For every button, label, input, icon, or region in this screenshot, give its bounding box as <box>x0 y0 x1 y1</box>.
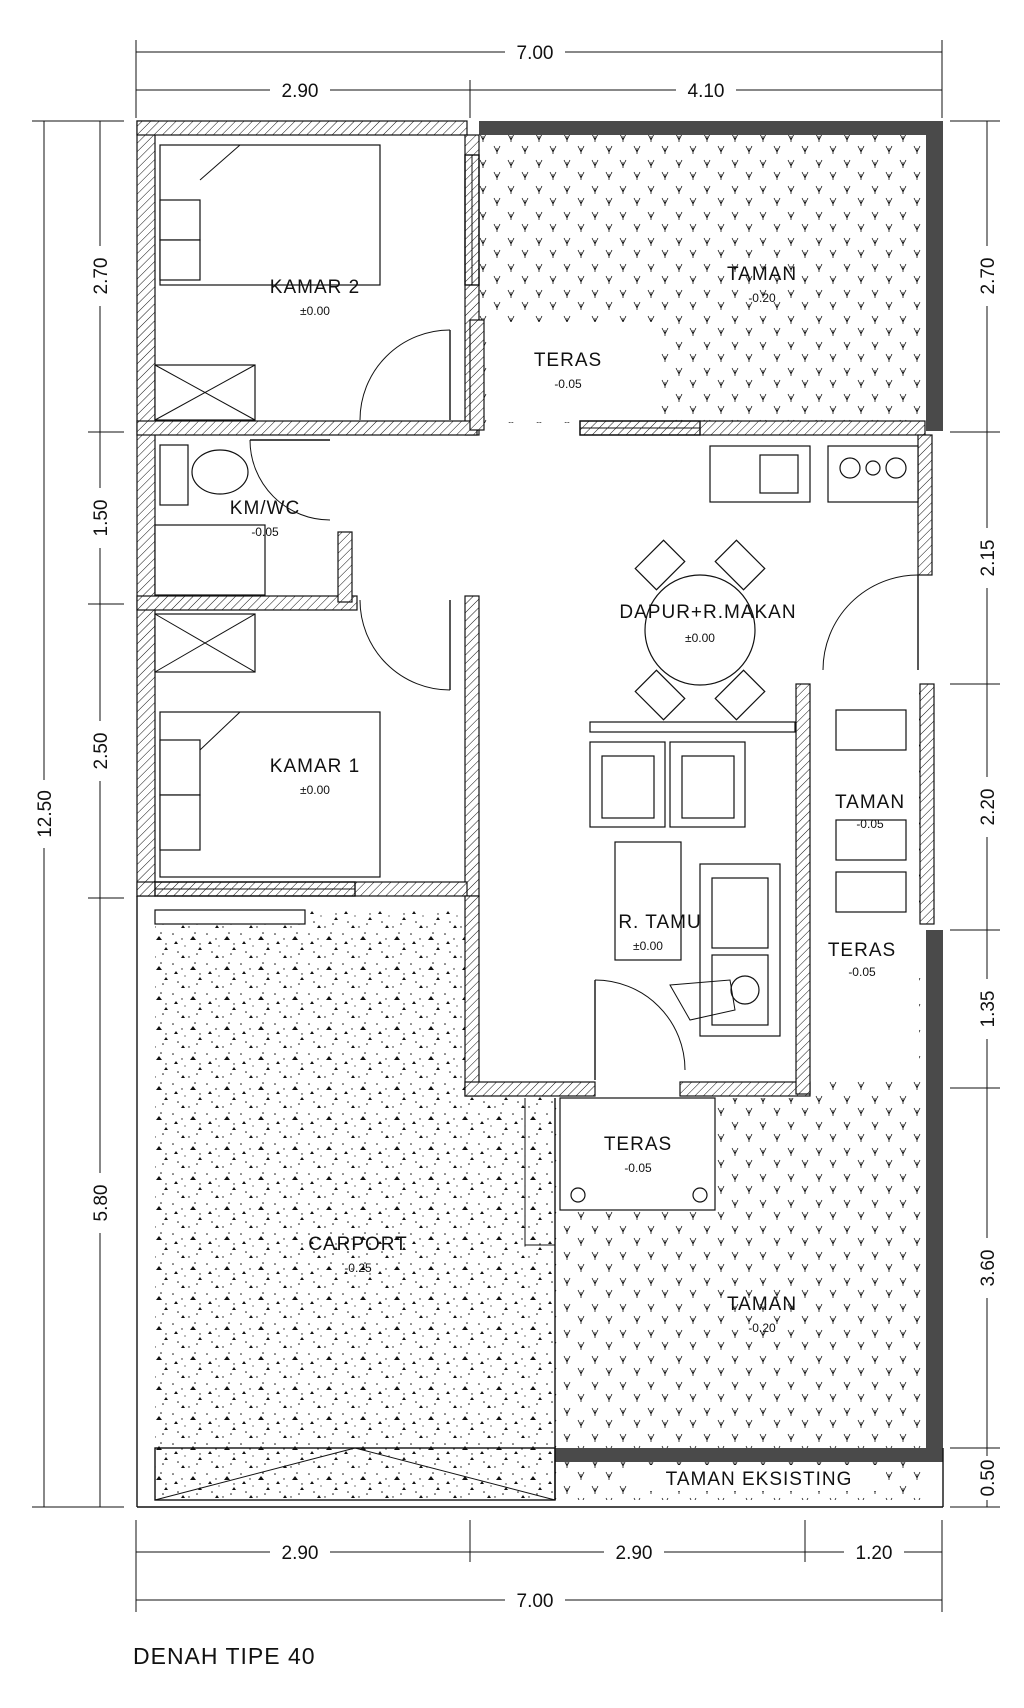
dim-bottom-mid: 2.90 <box>616 1543 653 1564</box>
room-kamar2-level: ±0.00 <box>300 304 330 318</box>
room-taman-eksisting-name: TAMAN EKSISTING <box>666 1469 853 1490</box>
dim-top-right: 4.10 <box>688 81 725 102</box>
room-teras-right-level: -0.05 <box>848 965 876 979</box>
dim-top-left: 2.90 <box>282 81 319 102</box>
shower-tray <box>154 524 266 596</box>
dim-right-2: 2.15 <box>978 540 999 577</box>
room-kamar1-level: ±0.00 <box>300 783 330 797</box>
dim-left-4: 5.80 <box>91 1185 112 1222</box>
room-taman-mid-level: -0.05 <box>856 817 884 831</box>
room-rtamu-level: ±0.00 <box>633 939 663 953</box>
dim-bottom-left: 2.90 <box>282 1543 319 1564</box>
furniture <box>154 144 919 1211</box>
dim-left-total: 12.50 <box>35 790 56 838</box>
coffee-table <box>614 841 682 961</box>
room-teras-top-level: -0.05 <box>554 377 582 391</box>
dim-right-1: 2.70 <box>978 258 999 295</box>
room-teras-right-name: TERAS <box>828 940 896 961</box>
room-teras-front-name: TERAS <box>604 1134 672 1155</box>
room-carport-name: CARPORT <box>308 1234 408 1255</box>
windows <box>154 154 701 897</box>
room-taman-mid-name: TAMAN <box>835 792 905 813</box>
doors <box>249 329 919 1080</box>
dim-right-4: 1.35 <box>978 991 999 1028</box>
dining-table <box>644 574 756 686</box>
room-taman-top-name: TAMAN <box>727 264 797 285</box>
room-taman-bottom-name: TAMAN <box>727 1294 797 1315</box>
dim-right-5: 3.60 <box>978 1250 999 1287</box>
walls <box>136 120 943 1462</box>
room-kmwc-level: -0.05 <box>251 525 279 539</box>
room-carport-level: -0.25 <box>344 1261 372 1275</box>
room-rtamu-name: R. TAMU <box>618 912 701 933</box>
drawing-caption: DENAH TIPE 40 <box>133 1643 316 1669</box>
room-kamar1-name: KAMAR 1 <box>270 756 360 777</box>
room-kmwc-name: KM/WC <box>230 498 300 519</box>
dim-bottom-total: 7.00 <box>517 1591 554 1612</box>
dimension-labels: 7.00 2.90 4.10 2.90 2.90 1.20 7.00 12.50… <box>32 40 999 1612</box>
room-kamar2-name: KAMAR 2 <box>270 277 360 298</box>
carport-details <box>136 896 944 1508</box>
dim-left-3: 2.50 <box>91 733 112 770</box>
room-teras-front-level: -0.05 <box>624 1161 652 1175</box>
room-dapur-name: DAPUR+R.MAKAN <box>619 602 796 623</box>
dim-top-total: 7.00 <box>517 43 554 64</box>
dim-right-6: 0.50 <box>978 1460 999 1497</box>
dim-bottom-right: 1.20 <box>856 1543 893 1564</box>
room-taman-bottom-level: -0.20 <box>748 1321 776 1335</box>
room-taman-top-level: -0.20 <box>748 291 776 305</box>
teras-front-slab <box>559 1097 716 1211</box>
room-labels: KAMAR 2 ±0.00 TAMAN -0.20 TERAS -0.05 KM… <box>230 264 905 1491</box>
dim-right-3: 2.20 <box>978 789 999 826</box>
dim-left-2: 1.50 <box>91 500 112 537</box>
dim-left-1: 2.70 <box>91 258 112 295</box>
room-dapur-level: ±0.00 <box>685 631 715 645</box>
room-teras-top-name: TERAS <box>534 350 602 371</box>
toilet <box>159 444 189 506</box>
